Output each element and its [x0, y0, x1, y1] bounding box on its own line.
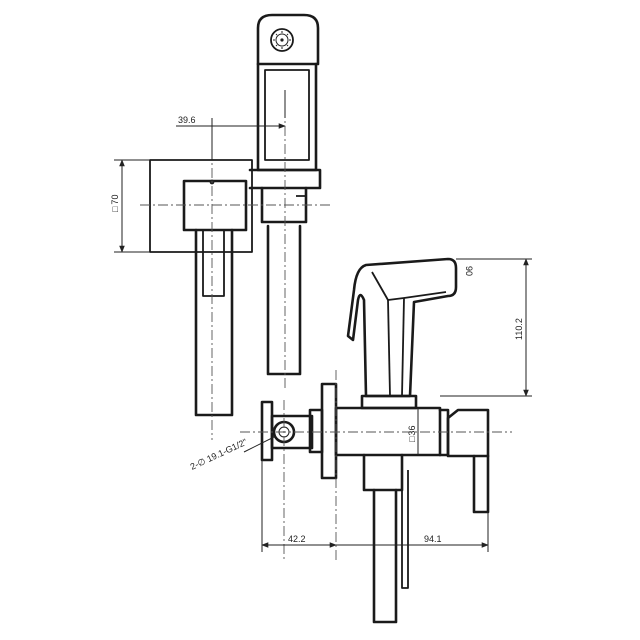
valve-body	[308, 382, 490, 624]
dim-36-value: 36	[407, 426, 417, 436]
bottom-view: 90 110.2 □36 2-∅ 19.1-G1/2" 42.2	[189, 257, 532, 624]
dim-90-label: 90	[464, 266, 474, 276]
dimension-39-6: 39.6	[176, 90, 286, 160]
top-view: 39.6 □70	[110, 13, 330, 440]
hand-shower-head	[248, 13, 322, 224]
dim-70-value: 70	[110, 195, 120, 205]
dimension-94-1: 94.1	[336, 512, 489, 552]
wall-bracket	[182, 179, 302, 417]
dimension-36: □36	[407, 408, 419, 455]
sprayer	[346, 257, 458, 410]
wall-plate	[149, 159, 253, 253]
dim-70-label: □70	[110, 195, 120, 212]
dim-94-1-label: 94.1	[424, 534, 442, 544]
inlet-fitting	[260, 400, 314, 462]
square-symbol: □	[110, 206, 120, 212]
dim-39-6-label: 39.6	[178, 115, 196, 125]
dimension-70: □70	[110, 159, 150, 253]
dimension-42-2: 42.2	[261, 460, 337, 552]
dim-36-label: □36	[407, 426, 417, 442]
dim-42-2-label: 42.2	[288, 534, 306, 544]
dimension-90: 90	[464, 266, 474, 276]
dim-110-2-label: 110.2	[514, 318, 524, 340]
thread-note-label: 2-∅ 19.1-G1/2"	[189, 437, 249, 472]
dimension-110-2: 110.2	[440, 258, 532, 397]
spray-nozzle-icon	[270, 28, 294, 52]
square-symbol-2: □	[407, 436, 417, 442]
